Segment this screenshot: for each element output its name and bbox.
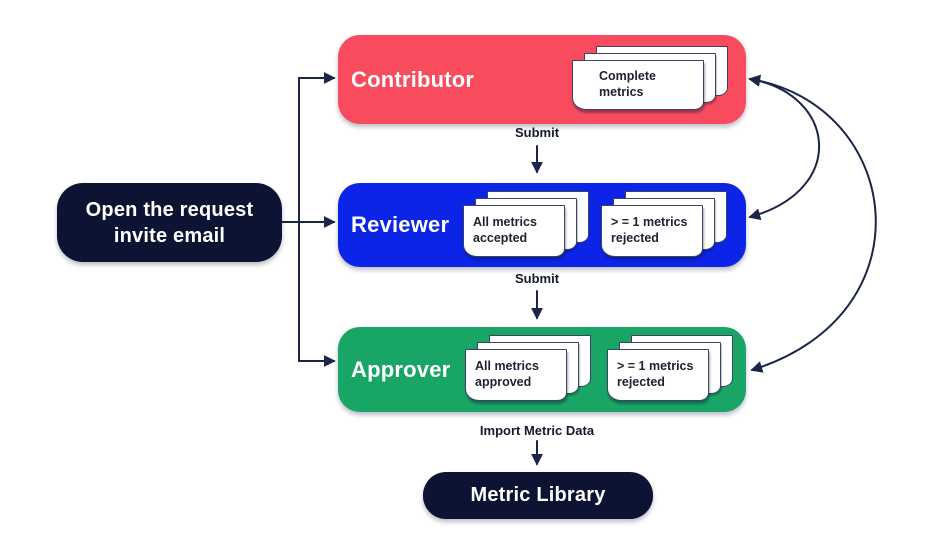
contributor-card-stack: Complete metrics	[572, 46, 736, 112]
reviewer-accepted-card-stack: All metrics accepted	[463, 191, 593, 259]
open-request-invite-email-label: Open the request invite email	[85, 198, 254, 247]
submit-label-1: Submit	[514, 125, 560, 140]
document-card-label: All metrics approved	[475, 359, 539, 389]
reviewer-rejected-card-stack: > = 1 metrics rejected	[601, 191, 731, 259]
document-card-label: Complete metrics	[599, 69, 656, 99]
return-arc-contributor-reviewer	[748, 74, 821, 221]
document-card-label: > = 1 metrics rejected	[611, 215, 688, 245]
import-metric-data-label: Import Metric Data	[479, 423, 595, 438]
document-card: Complete metrics	[572, 60, 704, 110]
reviewer-label: Reviewer	[351, 212, 450, 237]
document-card: All metrics accepted	[463, 205, 565, 257]
approver-rejected-card-stack: > = 1 metrics rejected	[607, 335, 737, 403]
submit-label-2: Submit	[514, 271, 560, 286]
document-card: > = 1 metrics rejected	[601, 205, 703, 257]
return-arc-contributor-approver	[748, 74, 877, 373]
open-request-invite-email-node: Open the request invite email	[57, 183, 282, 262]
metric-library-node: Metric Library	[423, 472, 653, 519]
document-card-label: All metrics accepted	[473, 215, 537, 245]
document-card-label: > = 1 metrics rejected	[617, 359, 694, 389]
document-card: > = 1 metrics rejected	[607, 349, 709, 401]
contributor-label: Contributor	[351, 66, 475, 92]
document-card: All metrics approved	[465, 349, 567, 401]
approver-label: Approver	[351, 356, 451, 382]
approver-approved-card-stack: All metrics approved	[465, 335, 595, 403]
metric-library-label: Metric Library	[470, 484, 606, 506]
